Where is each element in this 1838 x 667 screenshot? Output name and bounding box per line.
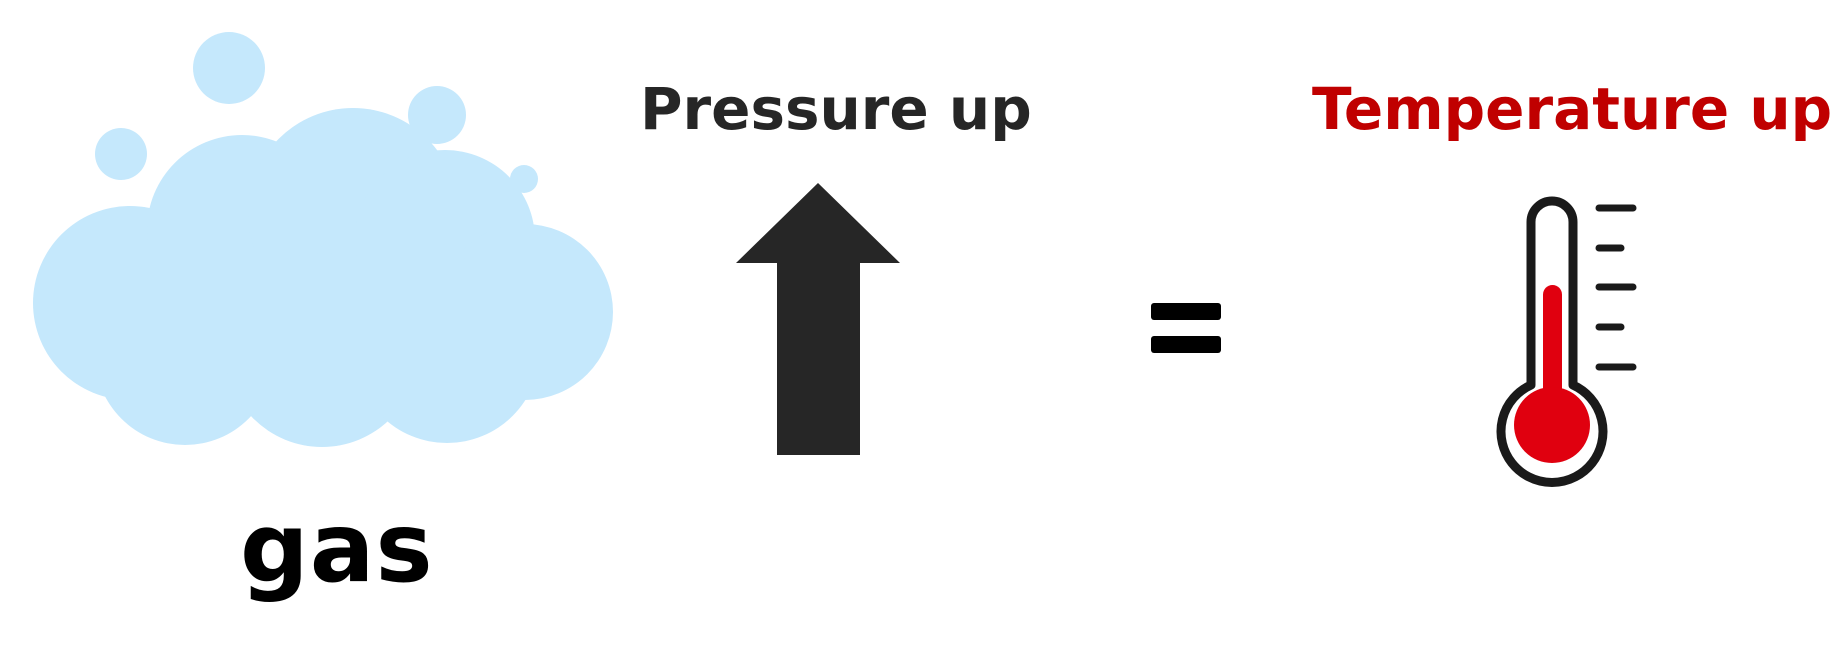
gas-label: gas xyxy=(240,492,434,604)
thermometer-mercury-column xyxy=(1543,285,1562,415)
cloud-icon xyxy=(33,32,613,447)
thermometer-icon xyxy=(1496,196,1637,487)
cloud-bubble-left xyxy=(95,128,147,180)
equals-top-bar xyxy=(1151,303,1221,320)
thermometer-scale-ticks xyxy=(1595,204,1637,371)
pressure-label: Pressure up xyxy=(640,75,1032,143)
cloud-bubble-right xyxy=(408,86,466,144)
equals-bottom-bar xyxy=(1151,336,1221,353)
up-arrow-icon xyxy=(736,183,900,455)
equals-icon xyxy=(1151,303,1221,353)
cloud-body xyxy=(33,108,613,447)
cloud-bubble-large xyxy=(193,32,265,104)
temperature-label: Temperature up xyxy=(1312,75,1833,143)
thermometer-mercury-bulb xyxy=(1514,387,1590,463)
